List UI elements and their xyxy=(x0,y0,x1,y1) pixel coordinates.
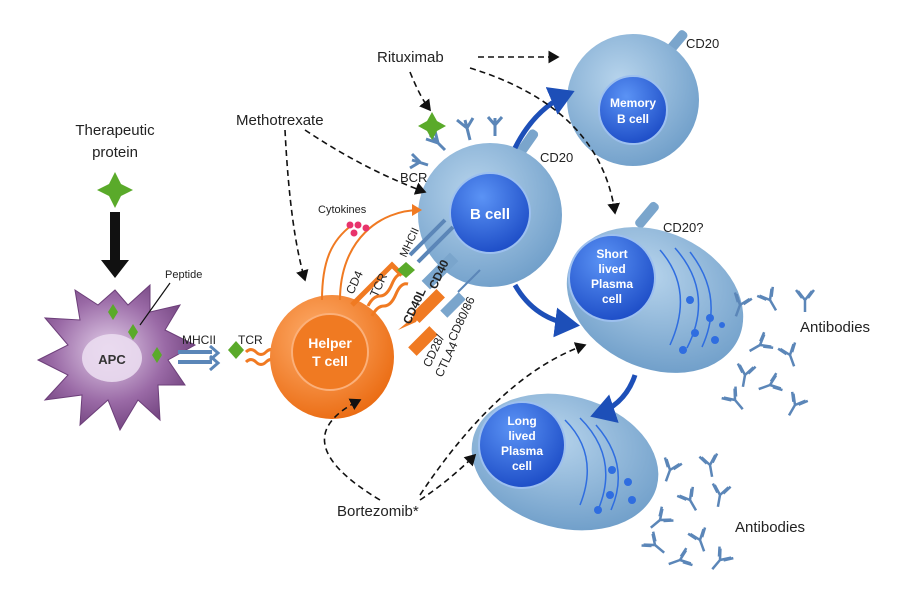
mhcii-apc-label: MHCII xyxy=(182,333,216,347)
antibody-icon xyxy=(650,506,674,529)
antibodies-label-1: Antibodies xyxy=(800,319,870,336)
peptide-label: Peptide xyxy=(165,269,202,281)
therapeutic-protein-icon xyxy=(97,172,133,208)
down-arrow-icon xyxy=(101,212,129,278)
rituximab-label: Rituximab xyxy=(377,49,444,66)
antibody-icon xyxy=(668,547,693,567)
therapeutic-protein-label-1: Therapeutic xyxy=(75,122,155,139)
methotrexate-label: Methotrexate xyxy=(236,112,324,129)
short-label-3: Plasma xyxy=(591,277,633,291)
antibody-icon xyxy=(698,453,719,478)
helper-t-label-2: T cell xyxy=(312,353,348,369)
apc-cell: APC xyxy=(36,283,197,432)
tcr-b-label: TCR xyxy=(367,271,390,300)
antigen-on-bcr-icon xyxy=(418,112,446,140)
short-label-2: lived xyxy=(598,262,625,276)
long-label-4: cell xyxy=(512,459,532,473)
antibody-icon xyxy=(787,391,809,417)
memory-label-1: Memory xyxy=(610,96,656,110)
peptide-icons xyxy=(108,304,162,363)
short-label-1: Short xyxy=(596,247,627,261)
cd20-memory-label: CD20 xyxy=(686,36,719,51)
peptide-pointer xyxy=(139,282,171,326)
antibody-icon xyxy=(736,363,757,388)
synapse-molecules xyxy=(321,204,481,356)
cytokines-label: Cytokines xyxy=(318,204,367,216)
antibodies-label-2: Antibodies xyxy=(735,519,805,536)
therapeutic-protein-label-2: protein xyxy=(92,144,138,161)
memory-b-cell: Memory B cell xyxy=(567,30,699,166)
b-cell: B cell xyxy=(418,129,562,287)
long-label-1: Long xyxy=(507,414,536,428)
antibody-icon xyxy=(795,289,815,312)
long-label-3: Plasma xyxy=(501,444,543,458)
antibody-icon xyxy=(711,483,732,508)
mhcii-b-label: MHCII xyxy=(398,226,422,259)
cd20-short-label: CD20? xyxy=(663,220,703,235)
antibody-icon xyxy=(777,342,797,367)
antibody-icon xyxy=(711,546,734,570)
antibodies-group xyxy=(641,286,815,570)
antibody-icon xyxy=(641,531,665,554)
antibody-icon xyxy=(676,486,698,512)
short-label-4: cell xyxy=(602,292,622,306)
bortezomib-label: Bortezomib* xyxy=(337,503,419,520)
antibody-icon xyxy=(733,292,753,317)
helper-t-cell: Helper T cell xyxy=(270,295,394,419)
differentiation-arrows xyxy=(512,87,638,423)
antibody-icon xyxy=(687,527,707,552)
apc-label: APC xyxy=(98,352,126,367)
short-lived-plasma-cell: Short lived Plasma cell xyxy=(566,201,744,373)
b-cell-label: B cell xyxy=(470,206,510,223)
antibody-icon xyxy=(758,372,783,392)
antibody-icon xyxy=(721,386,744,410)
tcr-apc-label: TCR xyxy=(238,333,263,347)
memory-label-2: B cell xyxy=(617,112,649,126)
bcr-label: BCR xyxy=(400,170,427,185)
bcr-receptors xyxy=(409,116,504,170)
antibody-icon xyxy=(663,457,683,482)
long-label-2: lived xyxy=(508,429,535,443)
long-lived-plasma-cell: Long lived Plasma cell xyxy=(471,393,659,531)
cd20-b-label: CD20 xyxy=(540,150,573,165)
helper-t-label-1: Helper xyxy=(308,335,352,351)
drug-arrows xyxy=(284,50,620,501)
antibody-icon xyxy=(748,331,774,353)
antibody-icon xyxy=(756,286,778,312)
